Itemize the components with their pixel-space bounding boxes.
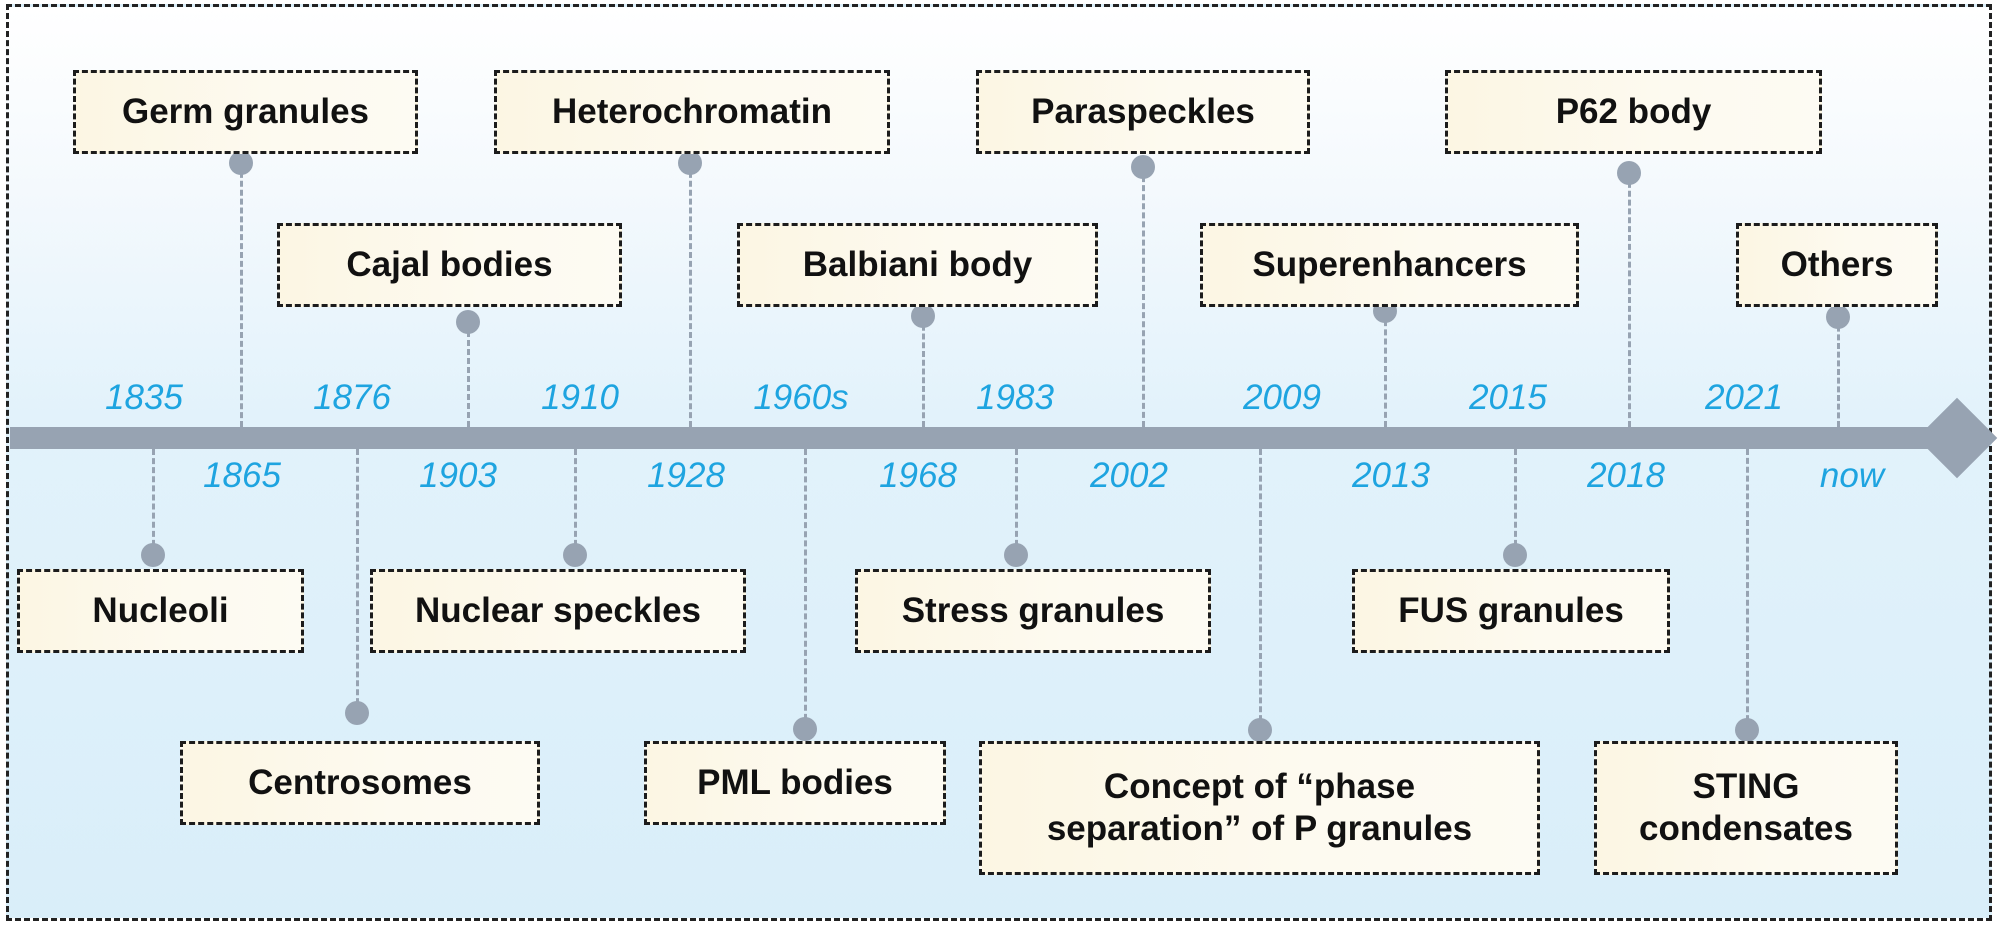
year-label-1903: 1903 [419, 456, 497, 495]
event-box-germ-granules: Germ granules [73, 70, 418, 154]
connector-p62-body [1628, 173, 1631, 427]
connector-nucleoli [152, 449, 155, 555]
year-label-1960s: 1960s [753, 378, 849, 417]
marker-dot-nucleoli [141, 543, 165, 567]
event-box-nuclear-speckles: Nuclear speckles [370, 569, 746, 653]
marker-dot-sting-condensates [1735, 718, 1759, 742]
connector-stress-granules [1015, 449, 1018, 555]
connector-nuclear-speckles [574, 449, 577, 555]
marker-dot-cajal-bodies [456, 310, 480, 334]
year-label-2009: 2009 [1243, 378, 1321, 417]
year-label-1983: 1983 [976, 378, 1054, 417]
year-label-1876: 1876 [313, 378, 391, 417]
marker-dot-paraspeckles [1131, 155, 1155, 179]
marker-dot-phase-separation-concept [1248, 718, 1272, 742]
event-box-superenhancers: Superenhancers [1200, 223, 1579, 307]
marker-dot-germ-granules [229, 151, 253, 175]
year-label-1865: 1865 [203, 456, 281, 495]
timeline-axis [10, 427, 1940, 449]
event-box-centrosomes: Centrosomes [180, 741, 540, 825]
event-box-phase-separation-concept: Concept of “phase separation” of P granu… [979, 741, 1540, 875]
event-box-stress-granules: Stress granules [855, 569, 1211, 653]
marker-dot-p62-body [1617, 161, 1641, 185]
year-label-2013: 2013 [1352, 456, 1430, 495]
year-label-now: now [1819, 456, 1885, 495]
event-box-balbiani-body: Balbiani body [737, 223, 1098, 307]
event-box-p62-body: P62 body [1445, 70, 1822, 154]
marker-dot-pml-bodies [793, 717, 817, 741]
connector-centrosomes [356, 449, 359, 713]
connector-balbiani-body [922, 316, 925, 427]
year-label-1928: 1928 [647, 456, 725, 495]
connector-paraspeckles [1142, 167, 1145, 427]
year-label-1910: 1910 [541, 378, 619, 417]
connector-germ-granules [240, 163, 243, 427]
event-box-paraspeckles: Paraspeckles [976, 70, 1310, 154]
event-box-sting-condensates: STING condensates [1594, 741, 1898, 875]
marker-dot-fus-granules [1503, 543, 1527, 567]
marker-dot-others [1826, 305, 1850, 329]
marker-dot-nuclear-speckles [563, 543, 587, 567]
connector-heterochromatin [689, 163, 692, 427]
year-label-1835: 1835 [105, 378, 183, 417]
year-label-2021: 2021 [1705, 378, 1783, 417]
event-box-cajal-bodies: Cajal bodies [277, 223, 622, 307]
event-box-nucleoli: Nucleoli [17, 569, 304, 653]
marker-dot-balbiani-body [911, 304, 935, 328]
connector-superenhancers [1384, 311, 1387, 427]
event-box-pml-bodies: PML bodies [644, 741, 946, 825]
event-box-others: Others [1736, 223, 1938, 307]
connector-sting-condensates [1746, 449, 1749, 730]
connector-fus-granules [1514, 449, 1517, 555]
marker-dot-stress-granules [1004, 543, 1028, 567]
year-label-1968: 1968 [879, 456, 957, 495]
marker-dot-heterochromatin [678, 151, 702, 175]
year-label-2002: 2002 [1090, 456, 1168, 495]
year-label-2015: 2015 [1469, 378, 1547, 417]
event-box-fus-granules: FUS granules [1352, 569, 1670, 653]
event-box-heterochromatin: Heterochromatin [494, 70, 890, 154]
connector-cajal-bodies [467, 322, 470, 427]
connector-phase-separation-concept [1259, 449, 1262, 730]
connector-others [1837, 317, 1840, 427]
year-label-2018: 2018 [1587, 456, 1665, 495]
connector-pml-bodies [804, 449, 807, 729]
marker-dot-centrosomes [345, 701, 369, 725]
